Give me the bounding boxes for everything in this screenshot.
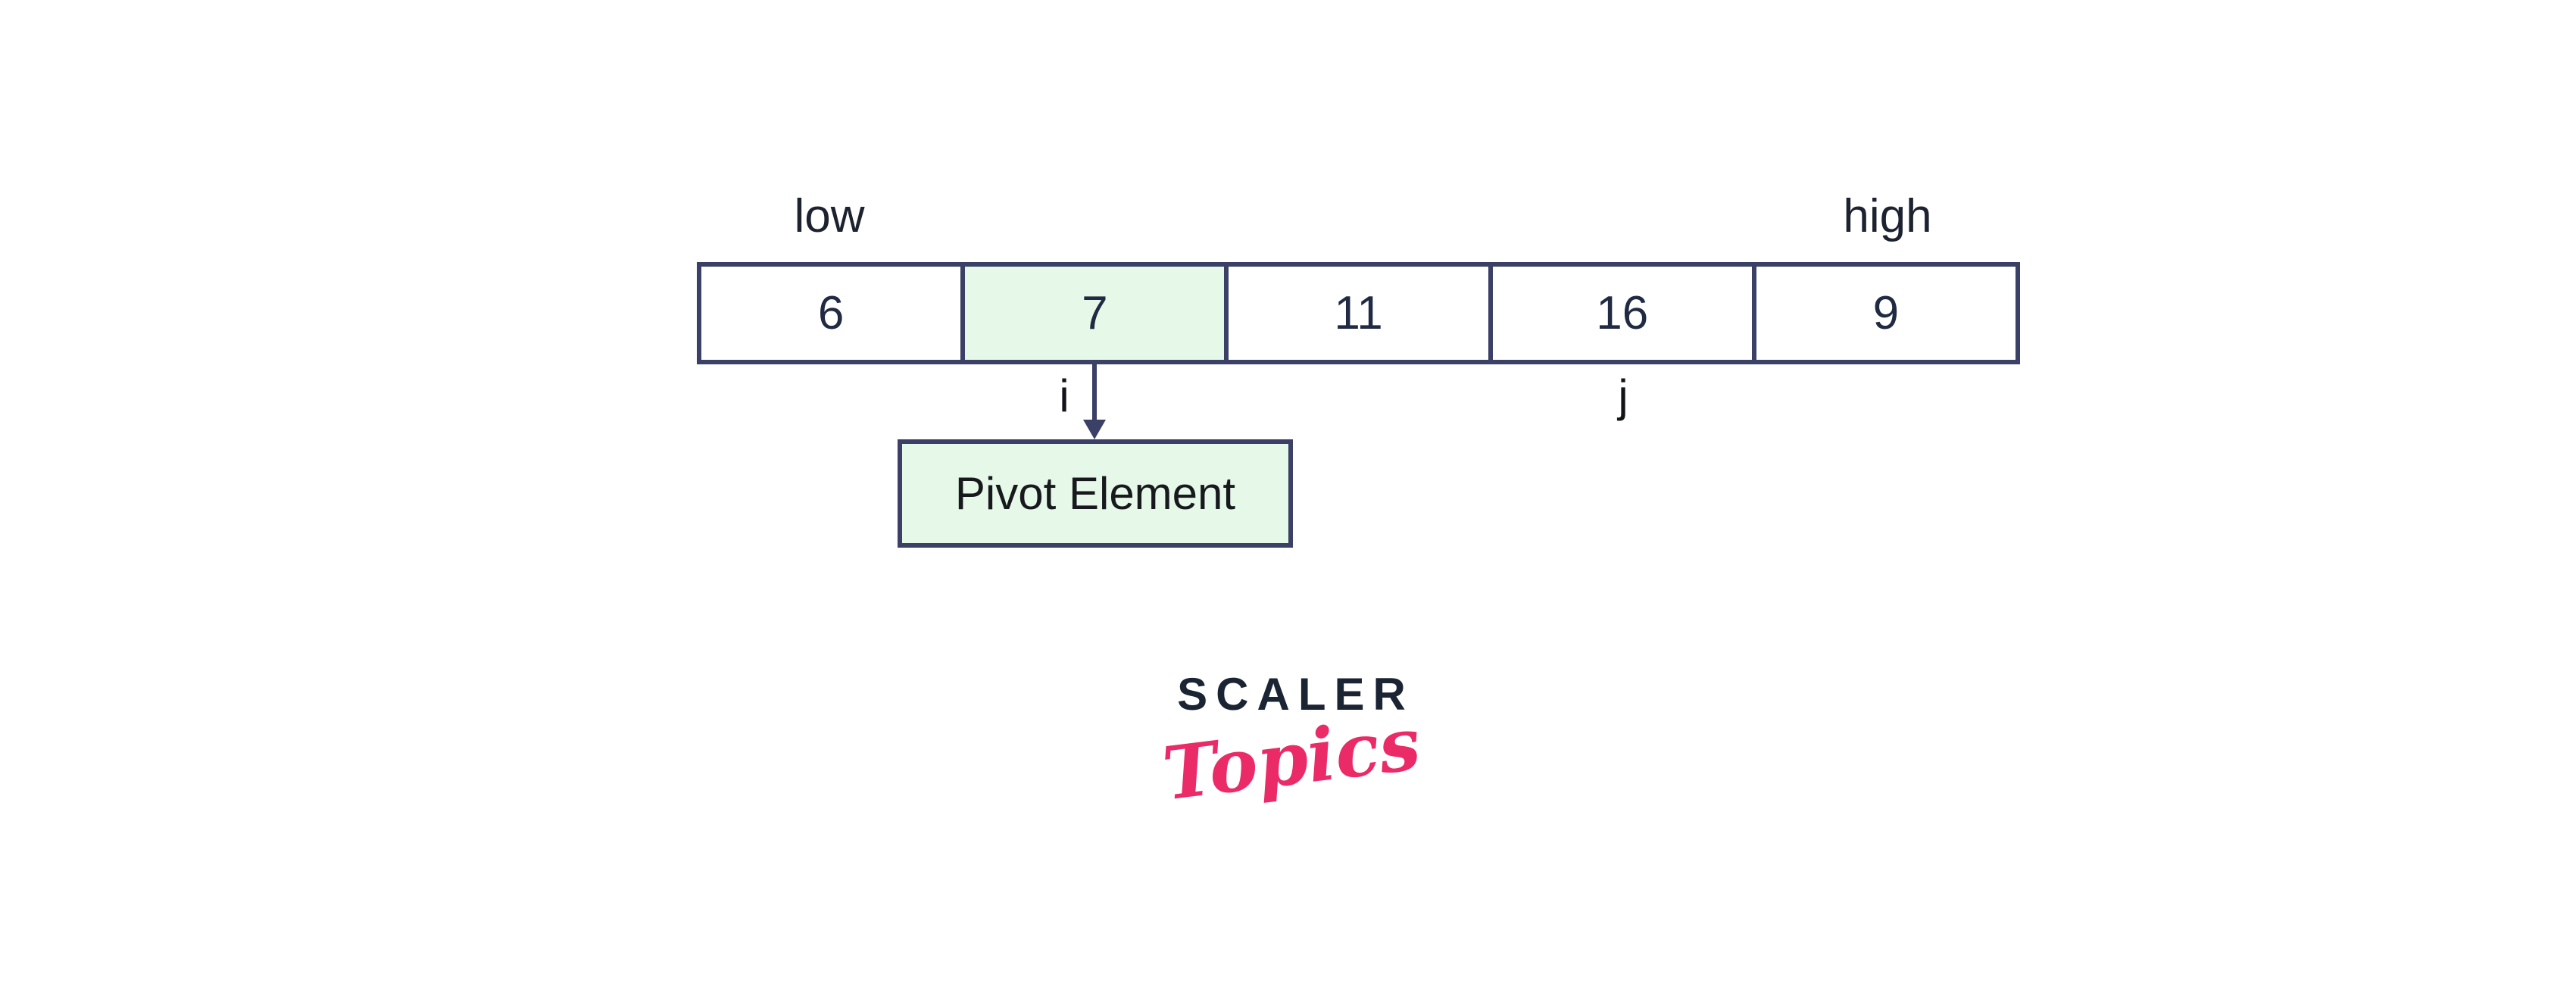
array-cell-7: 7 xyxy=(960,267,1225,360)
cell-value: 6 xyxy=(817,287,845,339)
array-cell-16: 16 xyxy=(1488,267,1752,360)
pivot-arrow-line xyxy=(1092,364,1097,421)
pivot-element-box: Pivot Element xyxy=(898,439,1293,548)
index-j-label: j xyxy=(1618,370,1628,421)
high-label: high xyxy=(1843,190,1932,242)
low-label: low xyxy=(794,190,865,242)
pivot-arrow-head-icon xyxy=(1083,420,1106,439)
cell-value: 9 xyxy=(1872,287,1900,339)
cell-value: 7 xyxy=(1082,287,1108,339)
index-i-label: i xyxy=(1059,370,1069,421)
cell-value: 11 xyxy=(1334,287,1383,339)
array-cell-11: 11 xyxy=(1224,267,1488,360)
scaler-topics-logo: SCALER Topics xyxy=(1132,668,1450,817)
array: 6 7 11 16 9 xyxy=(697,262,2020,364)
cell-value: 16 xyxy=(1596,287,1649,339)
logo-scaler-text: SCALER xyxy=(1177,669,1414,720)
array-cell-6: 6 xyxy=(701,267,961,360)
pivot-element-label: Pivot Element xyxy=(954,468,1236,519)
array-cell-9: 9 xyxy=(1751,267,2016,360)
